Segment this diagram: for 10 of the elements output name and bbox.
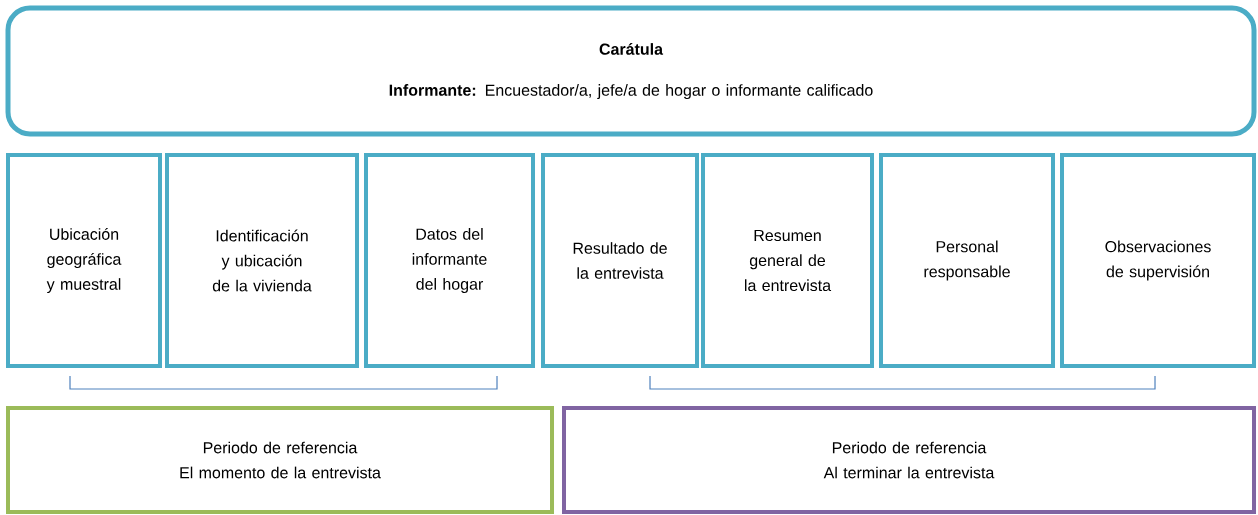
header-box: Carátula Informante: Encuestador/a, jefe/a de hogar o informante calificado: [5, 5, 1257, 137]
section-box: Datos del informante del hogar: [364, 153, 535, 368]
section-box: Resumen general de la entrevista: [701, 153, 874, 368]
section-box: Ubicación geográfica y muestral: [6, 153, 162, 368]
section-box: Personal responsable: [879, 153, 1055, 368]
section-box: Resultado de la entrevista: [541, 153, 699, 368]
section-box: Identificación y ubicación de la vivienda: [165, 153, 359, 368]
period-box: Periodo de referencia El momento de la entrevista: [6, 406, 554, 514]
period-box: Periodo de referencia Al terminar la entrevista: [562, 406, 1256, 514]
section-box: Observaciones de supervisión: [1060, 153, 1256, 368]
